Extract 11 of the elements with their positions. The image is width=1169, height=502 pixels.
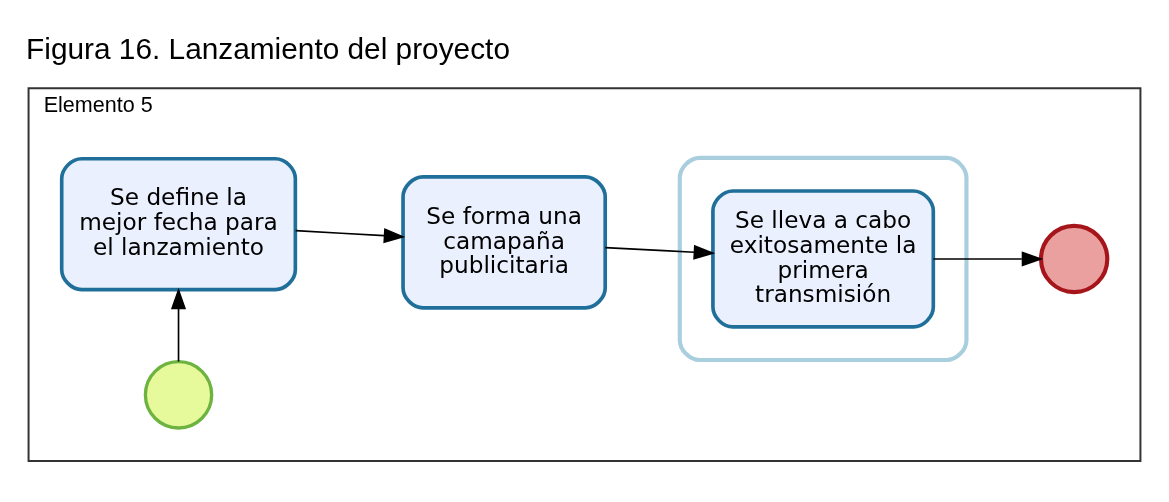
arrow — [604, 244, 716, 260]
node-circle — [1038, 223, 1110, 294]
node-box: Se lleva a cabo exitosamente la primera transmisión — [711, 188, 936, 329]
arrow — [294, 227, 406, 243]
arrow — [932, 250, 1044, 266]
node-box: Se define la mejor fecha para el lanzamiento — [59, 156, 298, 291]
node-circle — [143, 359, 214, 430]
node-box: Se forma una camapaña publicitaria — [401, 174, 608, 310]
arrow — [171, 287, 187, 362]
diagram-title: Figura 16. Lanzamiento del proyecto — [26, 31, 510, 65]
cluster — [677, 155, 969, 362]
